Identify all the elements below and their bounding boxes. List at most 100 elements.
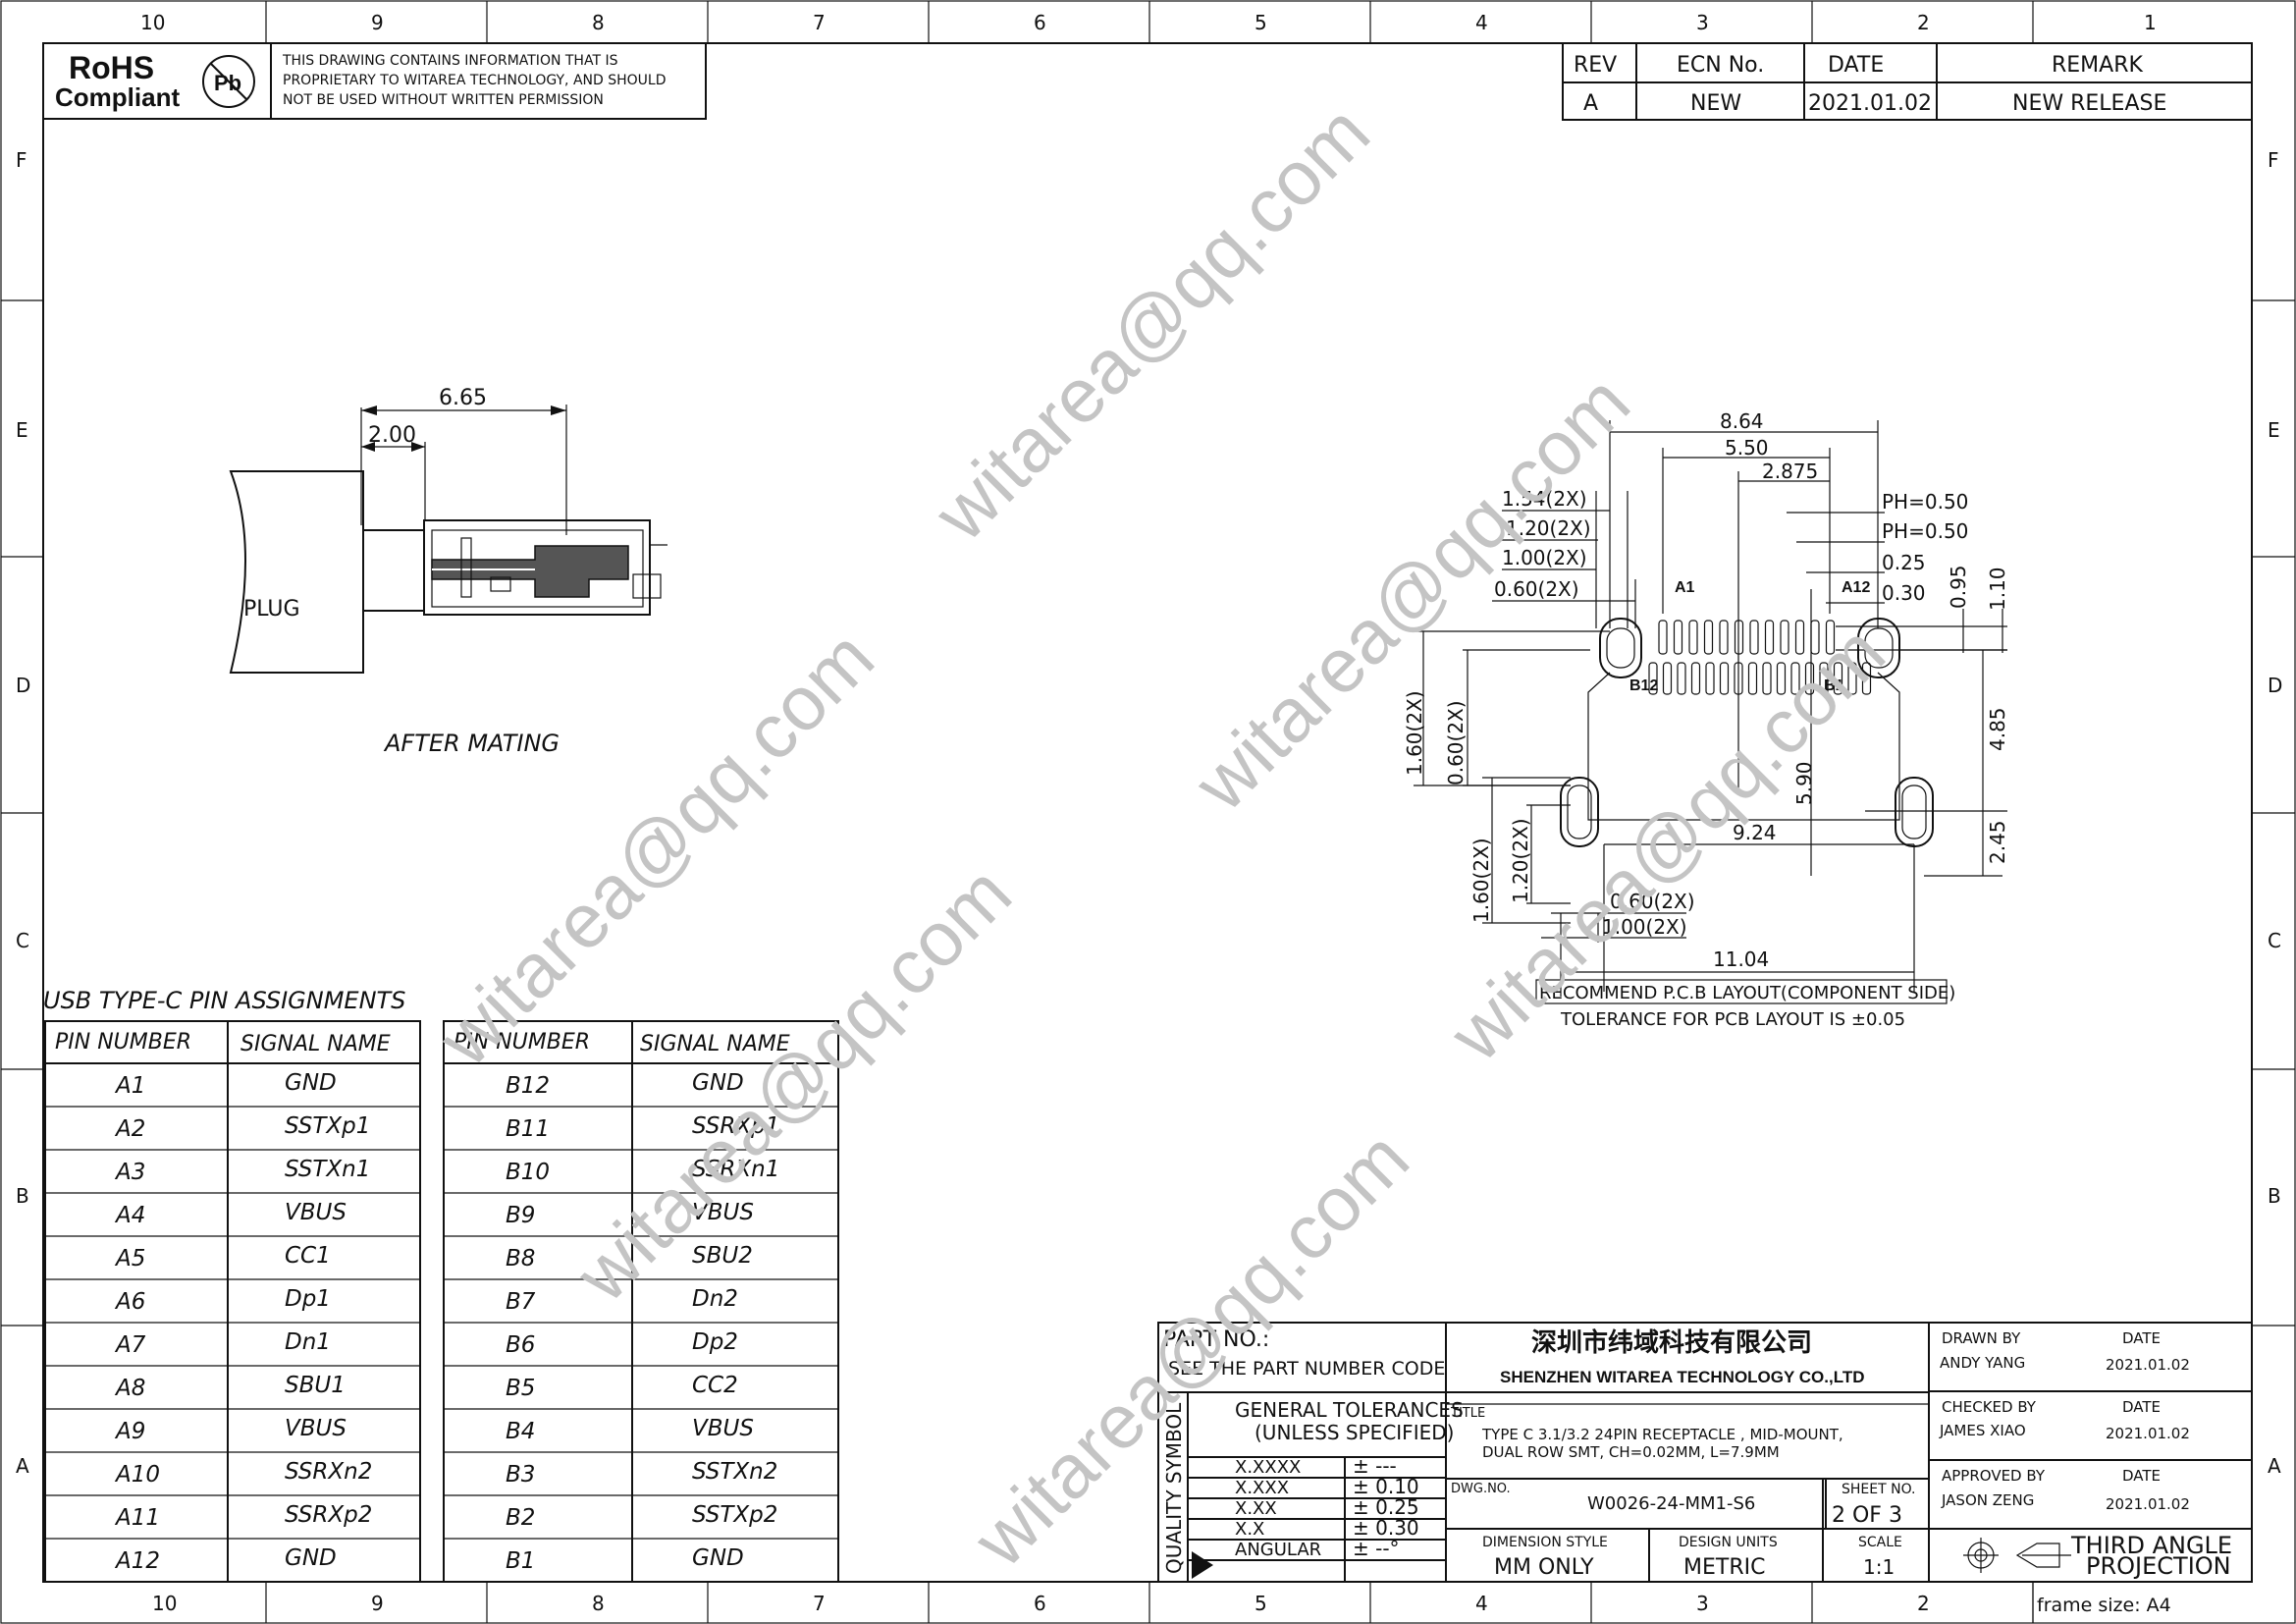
header-pin-number: PIN NUMBER [55, 1030, 191, 1055]
pin-number-cell: A6 [114, 1289, 145, 1315]
signal-name-cell: Dn1 [285, 1329, 331, 1355]
header-pin-number: PIN NUMBER [454, 1030, 590, 1055]
date-value: 2021.01.02 [1808, 91, 1932, 116]
title-block: PART NO.: SEE THE PART NUMBER CODE 深圳市纬域… [1157, 1322, 2253, 1623]
svg-text:Pb: Pb [214, 71, 241, 95]
signal-name-cell: SSRXn1 [692, 1157, 779, 1182]
date-label: DATE [2122, 1398, 2161, 1416]
tolerance-value: ± --- [1353, 1454, 1397, 1478]
date-label: DATE [2122, 1329, 2161, 1347]
signal-name-cell: VBUS [285, 1200, 347, 1225]
pad-row-a [1658, 620, 1836, 655]
row-label: A [2268, 1454, 2281, 1478]
watermark-layer: witarea@qq.com witarea@qq.com witarea@qq… [421, 88, 1901, 1584]
pin-number-cell: A12 [114, 1548, 160, 1574]
pin-number-cell: B10 [506, 1160, 550, 1185]
col-label: 7 [813, 11, 826, 34]
col-label: 5 [1255, 11, 1267, 34]
row-label: E [2268, 418, 2280, 442]
col-label: 5 [1255, 1592, 1267, 1615]
tongue-section [431, 545, 629, 598]
dim-924: 9.24 [1733, 821, 1777, 844]
col-label: 10 [140, 11, 165, 34]
quality-triangle-icon [1192, 1551, 1213, 1579]
dim-025: 0.25 [1882, 551, 1926, 574]
projection-line-2: PROJECTION [2086, 1552, 2231, 1580]
signal-name-cell: GND [692, 1545, 744, 1571]
dim-154: 1.54(2X) [1502, 487, 1587, 511]
dim-plug: 2.00 [368, 423, 416, 448]
ecn-header: ECN No. [1677, 53, 1764, 78]
dim-1104: 11.04 [1713, 947, 1769, 971]
dim-ph1: PH=0.50 [1882, 490, 1968, 514]
dim-060: 0.60(2X) [1494, 577, 1579, 601]
ecn-value: NEW [1690, 91, 1741, 116]
date-header: DATE [1828, 53, 1884, 78]
pad-b [1776, 662, 1787, 695]
dim-ph2: PH=0.50 [1882, 519, 1968, 543]
tolerance-value: ± 0.25 [1353, 1495, 1419, 1519]
col-label: 3 [1696, 1592, 1709, 1615]
pad-a [1658, 620, 1668, 655]
dim-864: 8.64 [1720, 409, 1764, 433]
pin-table-title: USB TYPE-C PIN ASSIGNMENTS [43, 987, 405, 1014]
approved-date: 2021.01.02 [2106, 1495, 2190, 1513]
col-label: 6 [1034, 11, 1046, 34]
units-label: DESIGN UNITS [1679, 1535, 1778, 1550]
dim-100: 1.00(2X) [1502, 546, 1587, 569]
dim-total: 6.65 [439, 386, 487, 410]
pin-number-cell: A5 [114, 1246, 145, 1272]
approved-by-value: JASON ZENG [1941, 1491, 2034, 1509]
pin-label-b12: B12 [1629, 677, 1658, 694]
pin-number-cell: A1 [114, 1073, 145, 1099]
pin-number-cell: A4 [114, 1203, 145, 1228]
signal-name-cell: Dn2 [692, 1286, 738, 1312]
signal-name-cell: GND [285, 1070, 337, 1096]
dwg-label: DWG.NO. [1451, 1482, 1511, 1496]
tolerance-value: ± 0.10 [1353, 1475, 1419, 1498]
pad-a [1688, 620, 1698, 655]
pin-number-cell: A2 [114, 1116, 145, 1142]
board-outline [1587, 672, 1900, 821]
col-label: 9 [371, 11, 384, 34]
signal-name-cell: GND [692, 1070, 744, 1096]
col-label: 4 [1475, 11, 1488, 34]
company-cn: 深圳市纬域科技有限公司 [1531, 1327, 1812, 1357]
quality-symbol-label: QUALITY SYMBOL [1162, 1402, 1186, 1574]
col-label: 4 [1475, 1592, 1488, 1615]
rohs-block: RoHS Compliant Pb THIS DRAWING CONTAINS … [42, 42, 707, 120]
checked-date: 2021.01.02 [2106, 1425, 2190, 1442]
title-label: TITLE [1450, 1406, 1485, 1421]
scale-label: SCALE [1858, 1535, 1902, 1550]
tolerance-value: ± --° [1353, 1537, 1400, 1560]
sheet-value: 2 OF 3 [1832, 1503, 1902, 1528]
part-no-note: SEE THE PART NUMBER CODE [1168, 1358, 1445, 1380]
header-signal-name: SIGNAL NAME [640, 1032, 790, 1056]
pad-b [1861, 662, 1872, 695]
row-label: C [16, 929, 29, 952]
dim-550: 5.50 [1725, 436, 1769, 460]
frame-size: frame size: A4 [2037, 1595, 2171, 1616]
pin-number-cell: A3 [114, 1160, 145, 1185]
pin-label-b1: B1 [1824, 677, 1844, 694]
zone-rows: F E D C B A F E D C B A [1, 148, 2295, 1478]
plug-body [229, 470, 364, 674]
pin-label-a12: A12 [1842, 579, 1870, 596]
pin-number-cell: A10 [114, 1462, 160, 1488]
mount-pad-right [1857, 618, 1900, 678]
row-label: D [16, 674, 30, 697]
rev-value: A [1583, 91, 1598, 116]
signal-name-cell: Dp1 [285, 1286, 331, 1312]
pin-number-cell: A9 [114, 1419, 145, 1444]
dim-2875: 2.875 [1762, 460, 1818, 483]
drawn-date: 2021.01.02 [2106, 1356, 2190, 1374]
signal-name-cell: VBUS [692, 1416, 754, 1441]
pin-number-cell: B9 [506, 1203, 535, 1228]
dwg-number: W0026-24-MM1-S6 [1587, 1493, 1755, 1514]
tolerance-value: ± 0.30 [1353, 1516, 1419, 1540]
col-label: 6 [1034, 1592, 1046, 1615]
row-label: B [2268, 1184, 2281, 1208]
pin-label-a1: A1 [1675, 579, 1695, 596]
pad-a [1794, 620, 1805, 655]
